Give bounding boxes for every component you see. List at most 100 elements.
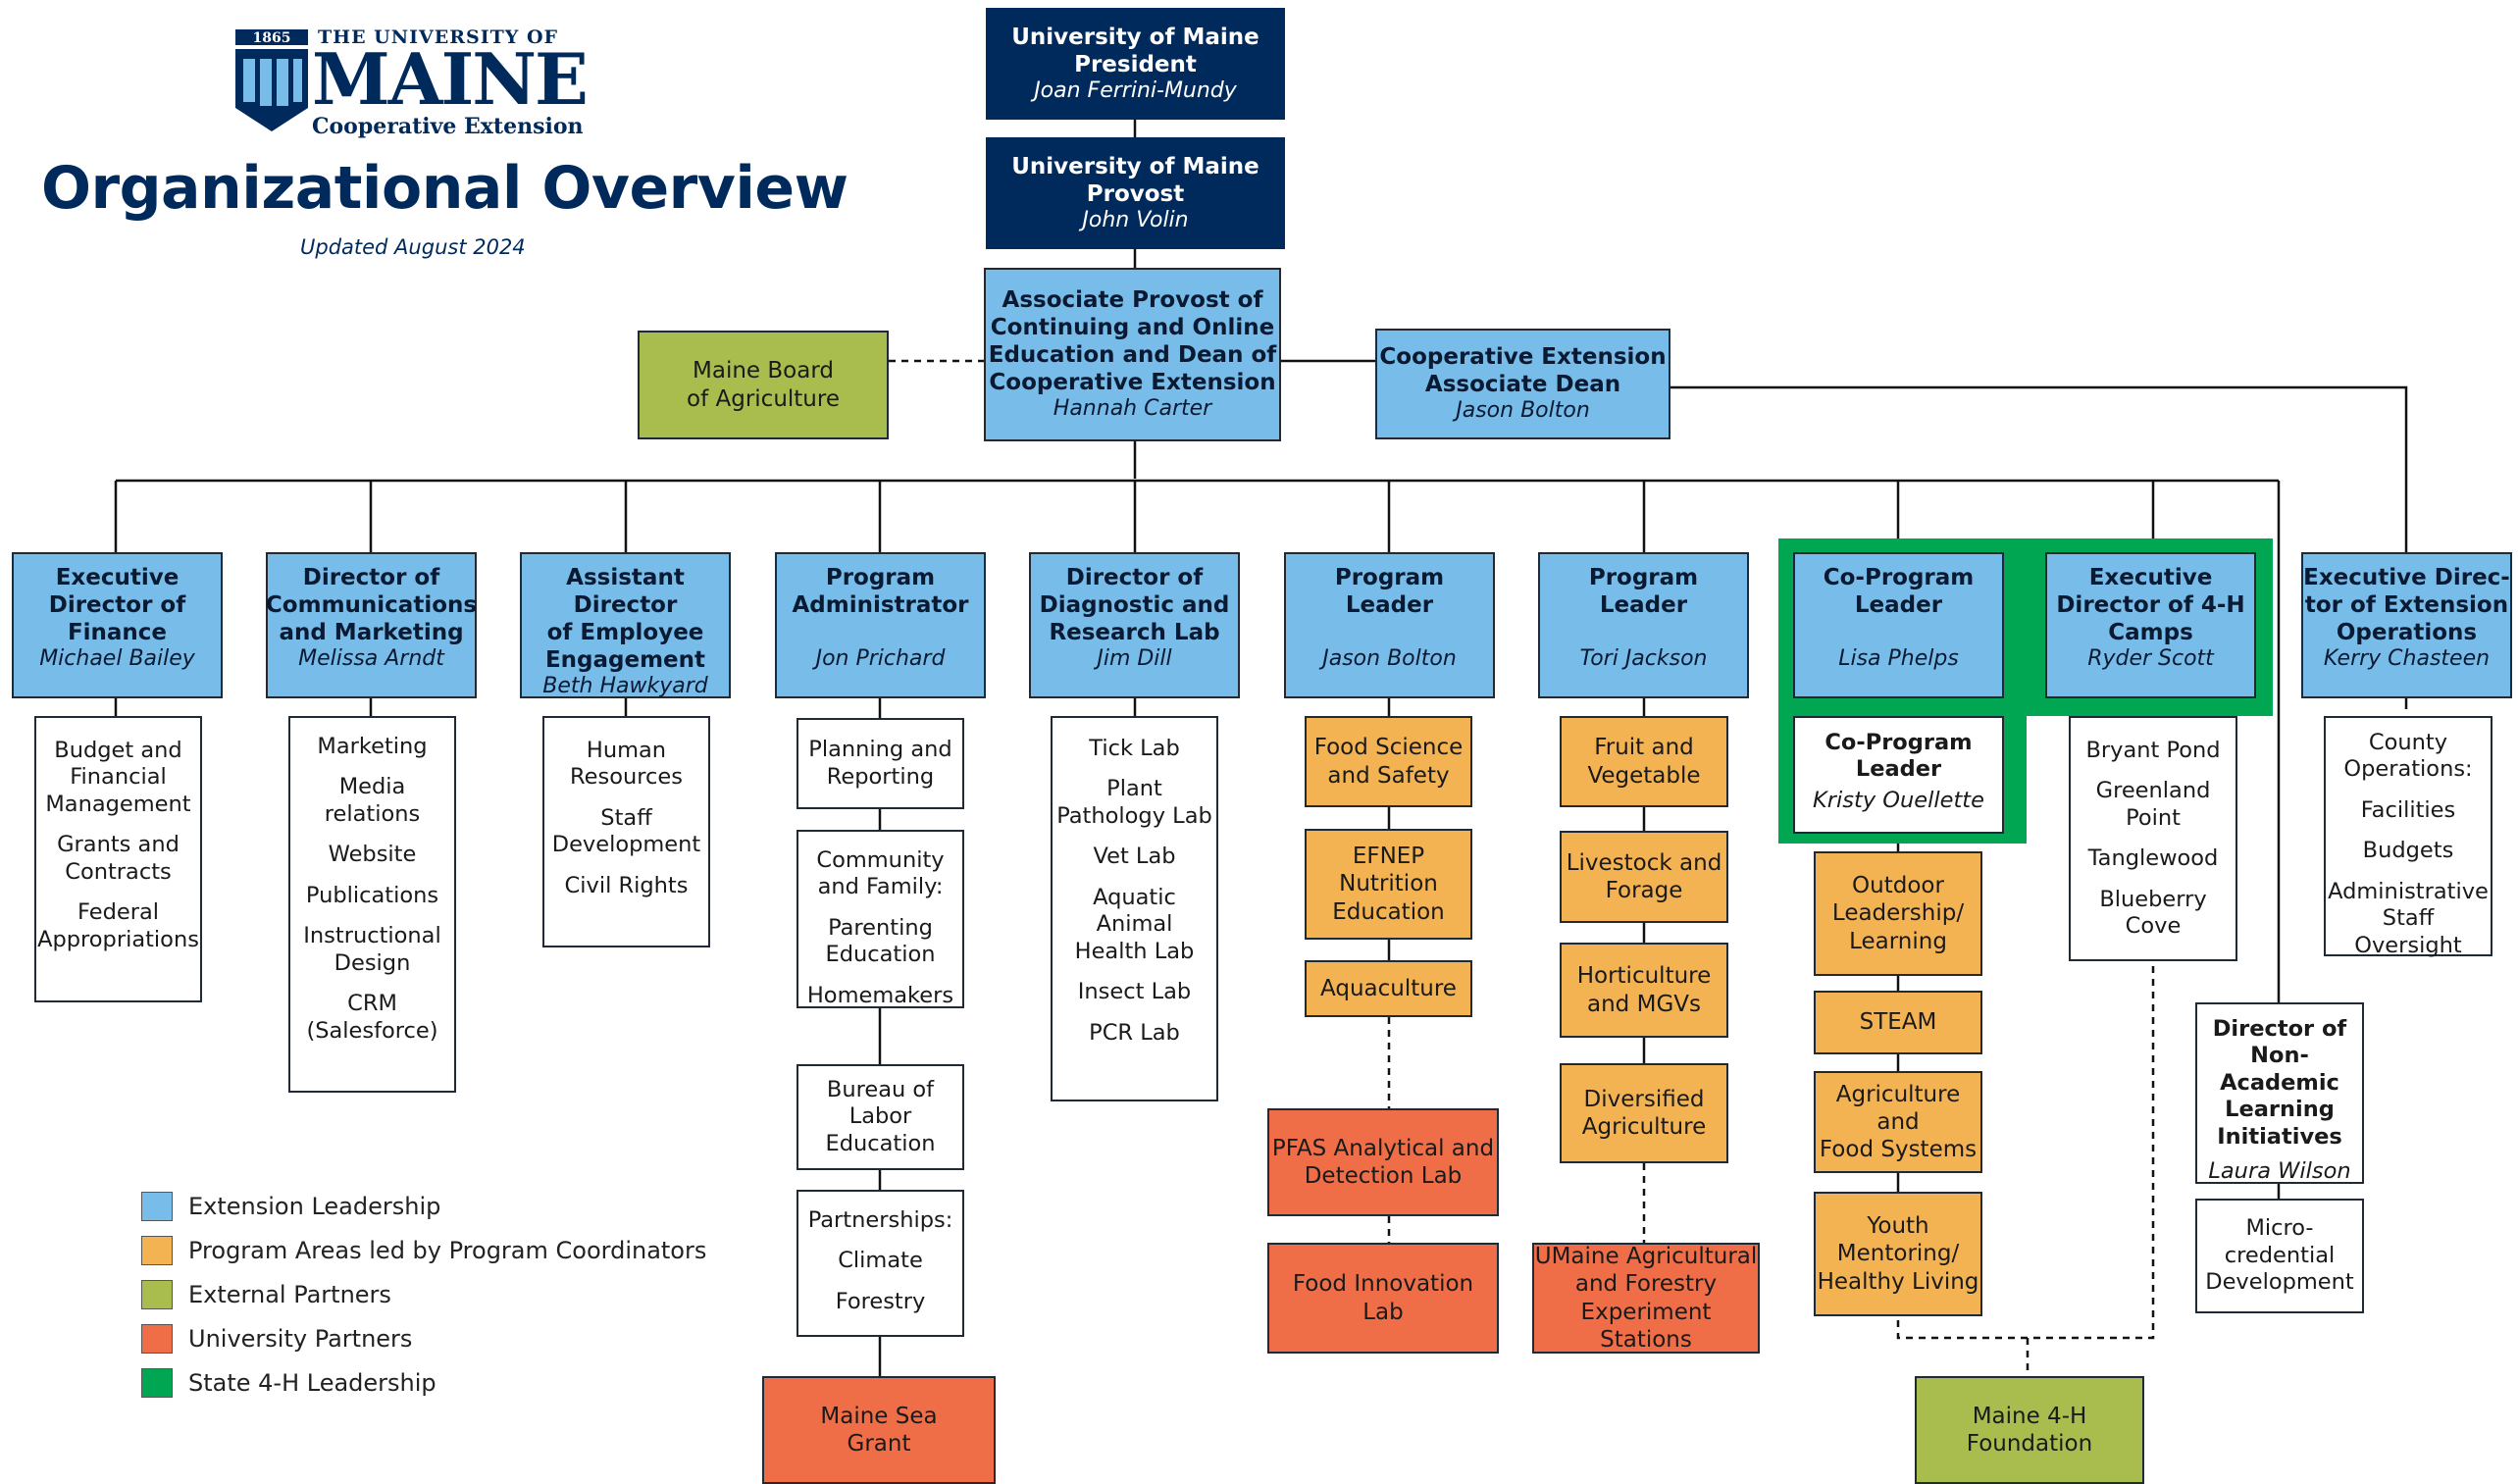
- nonacademic-name: Laura Wilson: [2208, 1158, 2351, 1185]
- list-item: Pathology Lab: [1056, 802, 1212, 829]
- program-area-line: and Safety: [1327, 762, 1450, 789]
- list-item: Website: [328, 842, 417, 868]
- program-area-line: Diversified: [1583, 1086, 1705, 1112]
- list-item: (Salesforce): [306, 1017, 438, 1044]
- list-item: Bureau of: [826, 1076, 935, 1102]
- list-item: Homemakers: [806, 982, 954, 1008]
- program-area-line: Healthy Living: [1817, 1268, 1979, 1295]
- leader-name: Kerry Chasteen: [2323, 646, 2491, 672]
- finance-director-box: Executive Director of Finance Michael Ba…: [12, 552, 223, 698]
- maine-4h-foundation-box: Maine 4-H Foundation: [1915, 1376, 2144, 1484]
- list-item: Staff Oversight: [2354, 905, 2462, 958]
- list-item: Insect Lab: [1077, 979, 1192, 1005]
- list-item: Management: [45, 791, 191, 817]
- leader-line: Program: [825, 565, 936, 590]
- extension-operations-director-box: Executive Direc- tor of Extension Operat…: [2301, 552, 2512, 698]
- provost-name: John Volin: [1082, 207, 1189, 232]
- maine-board-box: Maine Board of Agriculture: [638, 331, 889, 439]
- list-item: Staff: [600, 804, 652, 831]
- partner-line: UMaine Agricultural: [1534, 1244, 1758, 1270]
- assoc-dean-name: Jason Bolton: [1456, 398, 1590, 424]
- dean-name: Hannah Carter: [1053, 396, 1212, 422]
- partner-line: Grant: [847, 1431, 911, 1457]
- leader-line: Leader: [1854, 592, 1943, 619]
- legend-label: External Partners: [188, 1281, 391, 1308]
- program-area-line: Agriculture: [1581, 1114, 1707, 1140]
- leader-line: Assistant Director: [566, 565, 685, 619]
- hr-items-box: Human Resources Staff Development Civil …: [542, 716, 710, 947]
- leader-line: tor of Extension: [2304, 592, 2509, 619]
- leader-name: Lisa Phelps: [1838, 646, 1959, 672]
- partner-line: Maine Sea: [820, 1403, 938, 1429]
- list-item: Point: [2126, 804, 2181, 831]
- leader-line: of Employee: [546, 620, 704, 646]
- leader-line: Director of: [1065, 565, 1204, 590]
- president-title2: President: [1074, 51, 1197, 77]
- leader-name: Jim Dill: [1097, 646, 1172, 672]
- list-item: CRM: [347, 991, 397, 1017]
- dean-line2: Continuing and Online: [990, 315, 1275, 341]
- leader-line: Program: [1588, 565, 1699, 590]
- leader-line: Executive Direc-: [2303, 565, 2510, 590]
- page-title: Organizational Overview: [41, 154, 848, 223]
- leader-name: Jason Bolton: [1322, 646, 1457, 672]
- dean-line1: Associate Provost of: [1002, 286, 1263, 313]
- program-area-line: Vegetable: [1587, 762, 1701, 789]
- program-area-line: Education: [1332, 898, 1445, 925]
- list-item: Labor: [848, 1103, 912, 1130]
- program-area-line: Mentoring/: [1836, 1241, 1960, 1267]
- program-area-line: STEAM: [1859, 1009, 1937, 1036]
- list-item: Micro-: [2245, 1215, 2314, 1242]
- maine-shield-logo-icon: 1865: [235, 29, 308, 131]
- program-area-line: Agriculture and: [1835, 1081, 1961, 1135]
- list-item: Operations:: [2343, 756, 2473, 783]
- list-item: Education: [825, 942, 936, 968]
- leader-line: Director of: [48, 592, 186, 619]
- president-name: Joan Ferrini-Mundy: [1034, 77, 1237, 103]
- bureau-labor-box: Bureau of Labor Education: [797, 1064, 964, 1170]
- leader-line: Finance: [67, 620, 168, 646]
- list-item: Budget and: [54, 738, 182, 763]
- list-item: Greenland: [2095, 778, 2211, 804]
- legend-label: Extension Leadership: [188, 1193, 441, 1220]
- outdoor-leadership-box: Outdoor Leadership/ Learning: [1814, 851, 1982, 976]
- list-item: Climate: [838, 1248, 923, 1274]
- leader-name: Beth Hawkyard: [542, 674, 708, 699]
- legend-swatch: [141, 1192, 173, 1221]
- leader-line: Communications: [265, 592, 478, 619]
- program-area-line: Fruit and: [1594, 735, 1694, 761]
- president-box: University of Maine President Joan Ferri…: [986, 8, 1285, 120]
- assoc-dean-line1: Cooperative Extension: [1379, 344, 1667, 371]
- program-area-line: Learning: [1849, 928, 1947, 954]
- community-family-box: Community and Family: Parenting Educatio…: [797, 830, 964, 1008]
- program-area-line: Livestock and: [1566, 849, 1722, 876]
- legend-label: State 4-H Leadership: [188, 1369, 437, 1397]
- leader-line: Operations: [2336, 620, 2478, 646]
- aquaculture-box: Aquaculture: [1305, 960, 1472, 1017]
- operations-items-box: County Operations: Facilities Budgets Ad…: [2324, 716, 2492, 958]
- finance-items-box: Budget and Financial Management Grants a…: [34, 716, 202, 1002]
- list-item: Bryant Pond: [2085, 738, 2221, 763]
- agriculture-food-systems-box: Agriculture and Food Systems: [1814, 1071, 1982, 1173]
- list-item: Financial: [70, 764, 167, 791]
- list-item: Administrative: [2328, 878, 2489, 904]
- leader-name: Michael Bailey: [39, 646, 195, 672]
- nonacademic-line: Learning: [2225, 1097, 2335, 1123]
- provost-title1: University of Maine: [1011, 153, 1259, 179]
- partner-line: Maine 4-H: [1972, 1403, 2087, 1429]
- leader-line: Administrator: [792, 592, 969, 619]
- updated-date: Updated August 2024: [300, 235, 526, 259]
- logo-university-line: THE UNIVERSITY OF: [318, 26, 558, 48]
- list-item: Budgets: [2362, 838, 2454, 864]
- program-area-line: Forage: [1605, 878, 1683, 903]
- leader-line: and Marketing: [279, 620, 464, 646]
- camps-director-box: Executive Director of 4-H Camps Ryder Sc…: [2045, 552, 2256, 698]
- partner-line: Experiment Stations: [1580, 1299, 1712, 1353]
- leader-line: Co-Program: [1823, 565, 1975, 590]
- list-item: Marketing: [317, 734, 428, 759]
- maine-sea-grant-box: Maine Sea Grant: [762, 1376, 996, 1484]
- list-item: Human: [586, 738, 667, 763]
- leader-name: Jon Prichard: [815, 646, 946, 672]
- program-area-line: Food Systems: [1819, 1137, 1978, 1163]
- dean-box: Associate Provost of Continuing and Onli…: [984, 268, 1281, 441]
